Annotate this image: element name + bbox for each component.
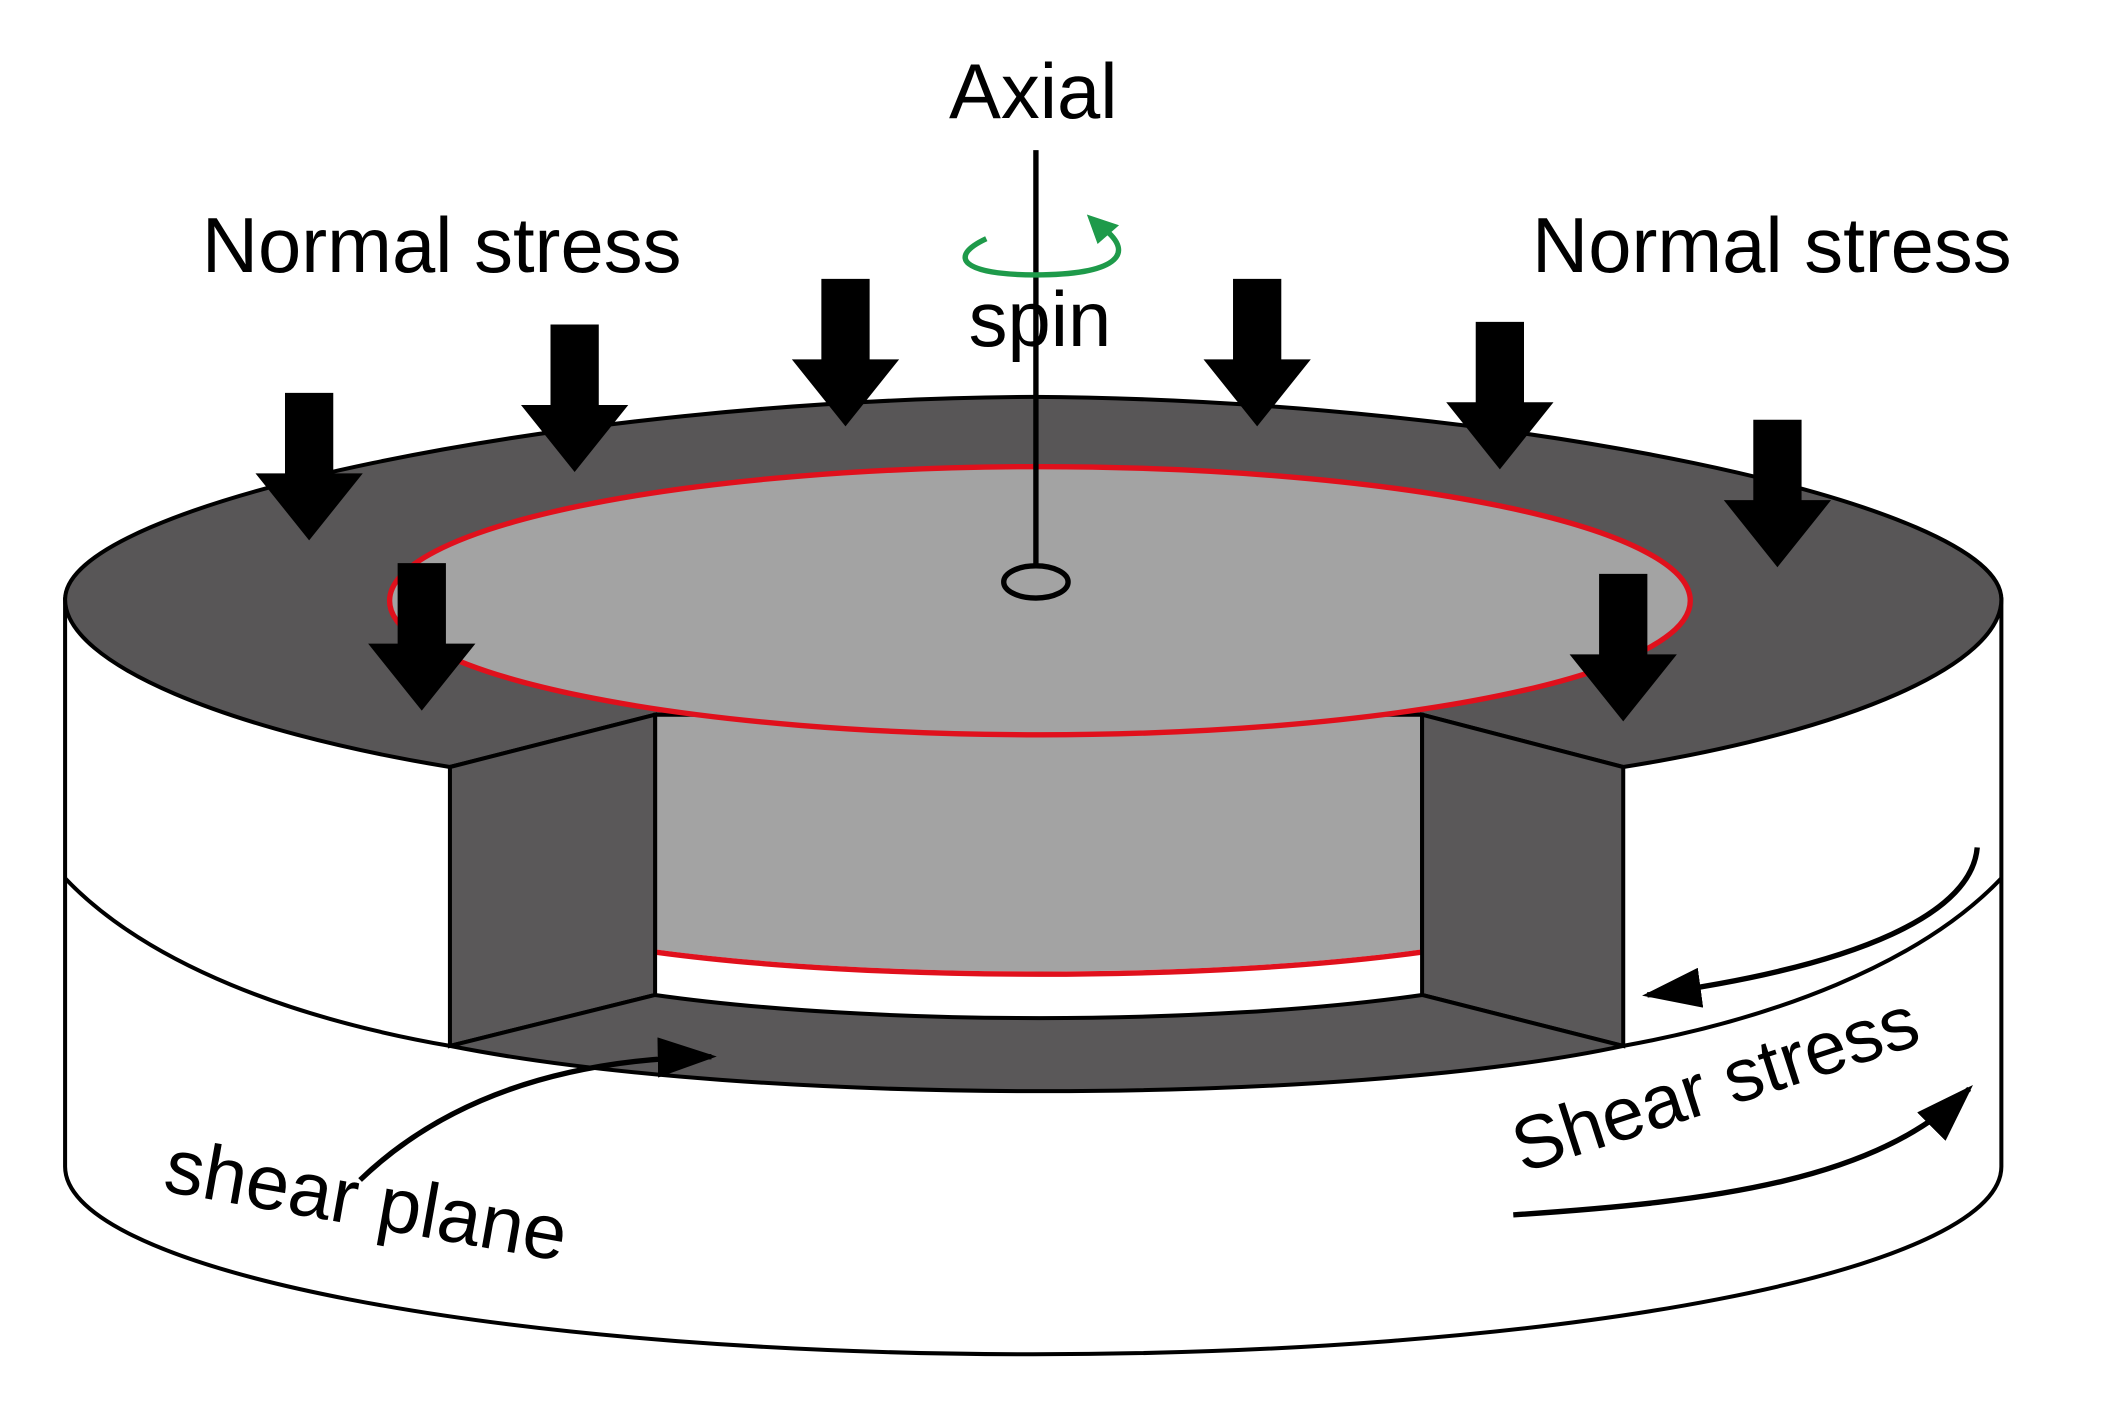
down-arrow-icon <box>521 324 629 472</box>
inner-top-disk <box>386 463 1693 738</box>
down-arrow-icon <box>1446 321 1554 470</box>
inner-cylinder-wall <box>653 712 1425 997</box>
normal-stress-right-label: Normal stress <box>1532 203 2012 289</box>
curved-arrow-icon <box>1642 847 1980 1008</box>
normal-stress-left-label: Normal stress <box>202 203 682 289</box>
rotation-arrow-icon <box>962 214 1122 278</box>
down-arrow-icon <box>791 278 900 427</box>
red-inner-line <box>654 949 1423 977</box>
shear-gap <box>655 949 1423 1014</box>
axial-label: Axial <box>949 49 1118 135</box>
down-arrow-icon <box>1203 278 1311 427</box>
ring-split-line-right <box>1622 876 2003 1048</box>
shear-plane-face <box>449 992 1624 1094</box>
shear-plane-pointer <box>358 1037 717 1182</box>
curved-arrow-icon <box>1513 1085 1973 1218</box>
left-cut-face <box>447 712 658 1049</box>
ring-split-line-left <box>63 876 451 1048</box>
right-cut-face <box>1420 712 1626 1049</box>
down-arrow-icon <box>1723 419 1832 568</box>
spin-label: spin <box>969 277 1112 363</box>
axial-shaft-base <box>1001 563 1071 601</box>
down-arrow-icon <box>255 392 363 541</box>
down-arrow-icon <box>368 563 476 711</box>
down-arrow-icon <box>1569 573 1677 722</box>
